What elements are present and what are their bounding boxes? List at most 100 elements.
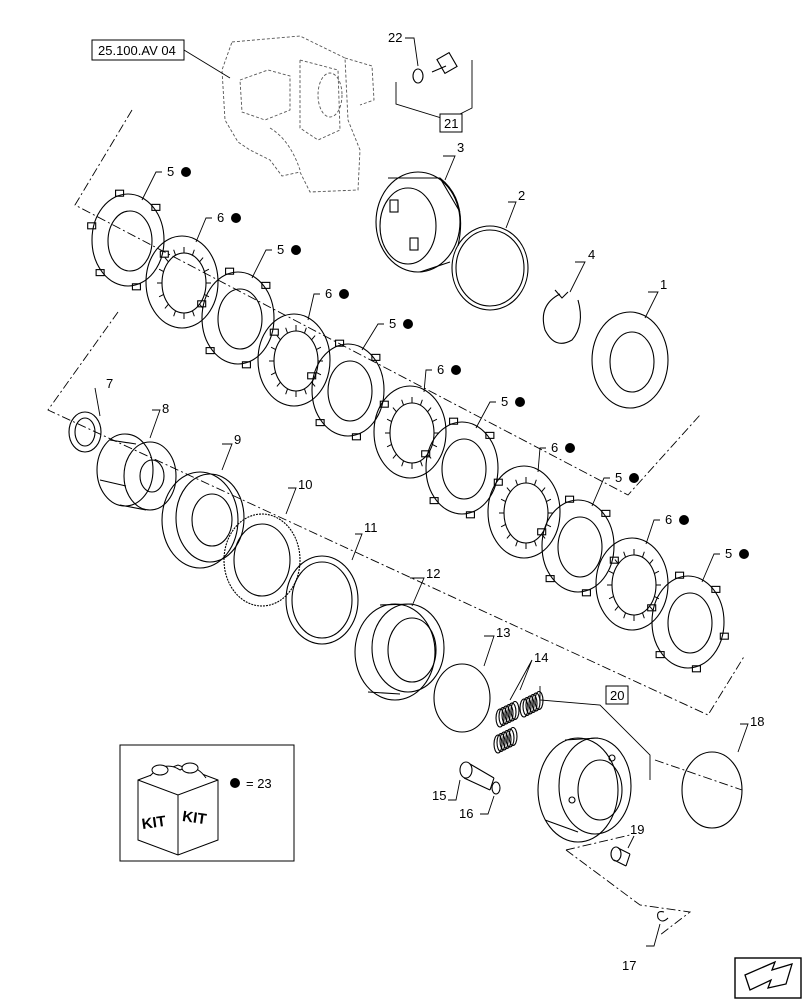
disc-tab bbox=[307, 372, 317, 380]
disc-tab bbox=[95, 269, 105, 277]
disc-tab bbox=[691, 665, 701, 673]
boxed-label-21[interactable] bbox=[439, 113, 463, 133]
callout-leader bbox=[307, 293, 320, 321]
disc-tab bbox=[241, 361, 251, 369]
part-19-pin bbox=[610, 846, 631, 867]
spring-coil bbox=[528, 693, 538, 714]
spring-coil bbox=[498, 706, 508, 727]
next-arrow-icon[interactable] bbox=[734, 957, 802, 999]
disc-spline bbox=[419, 460, 423, 467]
part-7-thrust-ring bbox=[68, 411, 102, 453]
part-3-drum bbox=[375, 171, 462, 273]
disc-spline bbox=[506, 487, 511, 493]
friction-disc bbox=[257, 313, 331, 407]
disc-bore bbox=[327, 360, 373, 422]
part-20-piston-housing bbox=[537, 737, 632, 843]
callout-c6d: 6 bbox=[551, 440, 558, 455]
disc-spline bbox=[285, 388, 289, 395]
disc-spline bbox=[204, 268, 210, 272]
separator-disc bbox=[201, 271, 275, 365]
disc-spline bbox=[623, 551, 627, 558]
callout-16: 16 bbox=[459, 806, 473, 821]
spring-coil bbox=[525, 695, 535, 715]
kit-bullet-icon bbox=[629, 473, 639, 483]
disc-spline bbox=[614, 605, 619, 611]
disc-spline bbox=[641, 612, 645, 619]
separator-disc bbox=[91, 193, 165, 287]
callout-13: 13 bbox=[496, 625, 510, 640]
callout-leader bbox=[423, 369, 432, 393]
callout-14: 14 bbox=[534, 650, 548, 665]
disc-tab bbox=[545, 575, 555, 583]
disc-spline bbox=[270, 346, 276, 350]
callout-7: 7 bbox=[106, 376, 113, 391]
spring-coil bbox=[502, 729, 512, 750]
disc-tab bbox=[379, 400, 389, 408]
disc-tab bbox=[675, 571, 685, 579]
disc-tab bbox=[225, 267, 235, 275]
boxed-label-21-text: 21 bbox=[444, 116, 458, 131]
spring-coil bbox=[496, 732, 506, 753]
kit-label-left: KIT bbox=[141, 813, 167, 833]
disc-tab bbox=[581, 589, 591, 597]
piston-assembly-boundary bbox=[565, 759, 743, 936]
disc-spline bbox=[270, 372, 276, 376]
boxed-label-20-text: 20 bbox=[610, 688, 624, 703]
disc-spline bbox=[654, 570, 660, 574]
callout-leader bbox=[141, 171, 162, 201]
part-9-plate bbox=[161, 471, 245, 569]
housing-ghost bbox=[221, 35, 375, 193]
callout-1: 1 bbox=[660, 277, 667, 292]
disc-tab bbox=[261, 281, 271, 289]
callout-c5e: 5 bbox=[615, 470, 622, 485]
lower-assembly-boundary bbox=[47, 311, 746, 716]
disc-spline bbox=[541, 487, 546, 493]
disc-spline bbox=[276, 335, 281, 341]
callout-leader bbox=[195, 217, 212, 243]
callout-leader bbox=[645, 519, 660, 545]
friction-disc bbox=[595, 537, 669, 631]
kit-bullet-icon bbox=[339, 289, 349, 299]
disc-bore bbox=[503, 482, 549, 544]
callout-c6b: 6 bbox=[325, 286, 332, 301]
disc-spline bbox=[432, 418, 438, 422]
spring-coil bbox=[505, 728, 515, 748]
disc-spline bbox=[427, 407, 432, 413]
disc-tab bbox=[719, 632, 729, 640]
callout-4: 4 bbox=[588, 247, 595, 262]
disc-spline bbox=[199, 257, 204, 263]
disc-bore bbox=[273, 330, 319, 392]
disc-spline bbox=[546, 524, 552, 528]
disc-spline bbox=[401, 460, 405, 467]
callout-12: 12 bbox=[426, 566, 440, 581]
callout-leader bbox=[475, 401, 496, 429]
disc-spline bbox=[191, 249, 195, 256]
disc-spline bbox=[276, 381, 281, 387]
disc-tab bbox=[159, 250, 169, 258]
separator-disc bbox=[651, 575, 725, 669]
disc-spline bbox=[158, 294, 164, 298]
friction-disc bbox=[487, 465, 561, 559]
spring-coil bbox=[531, 692, 541, 712]
part-2-snap-ring bbox=[451, 225, 529, 311]
disc-tab bbox=[351, 433, 361, 441]
kit-bullet-icon bbox=[231, 213, 241, 223]
callout-c5c: 5 bbox=[389, 316, 396, 331]
separator-disc bbox=[425, 421, 499, 515]
disc-tab bbox=[565, 495, 575, 503]
reference-label: 25.100.AV 04 bbox=[98, 43, 176, 58]
disc-tab bbox=[429, 497, 439, 505]
disc-spline bbox=[311, 335, 316, 341]
disc-spline bbox=[303, 327, 307, 334]
disc-spline bbox=[419, 399, 423, 406]
boxed-label-20[interactable] bbox=[605, 685, 629, 705]
kit-bullet-icon bbox=[230, 778, 240, 788]
disc-tab bbox=[465, 511, 475, 519]
disc-tab bbox=[197, 300, 207, 308]
callout-19: 19 bbox=[630, 822, 644, 837]
callout-c6e: 6 bbox=[665, 512, 672, 527]
part-8-hub bbox=[96, 433, 177, 511]
kit-bullet-icon bbox=[451, 365, 461, 375]
callout-10: 10 bbox=[298, 477, 312, 492]
spring-coil bbox=[510, 700, 520, 721]
